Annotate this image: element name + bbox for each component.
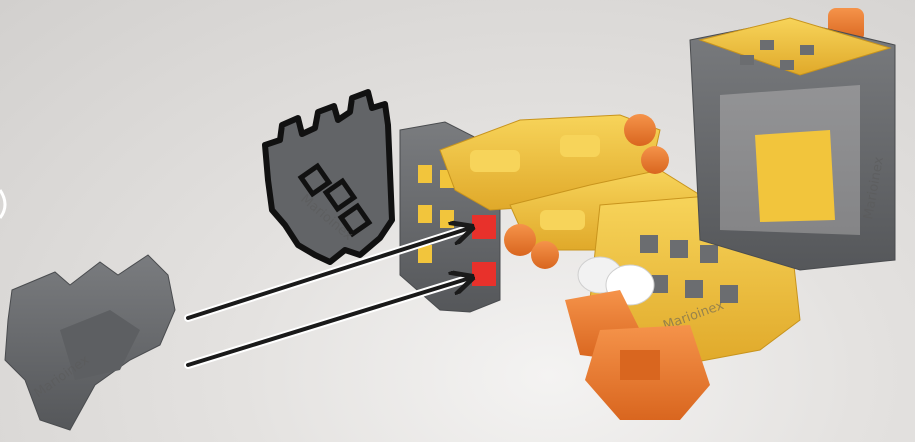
edge-arc — [0, 190, 5, 218]
loose-gray-connector-block: Marioinex — [5, 255, 175, 430]
arrow-bottom — [188, 278, 470, 365]
red-highlight-bottom — [472, 262, 496, 286]
red-highlight-top — [472, 215, 496, 239]
outlined-castle-block: Marioinex — [265, 92, 392, 262]
gray-cube-frame: Marioinex — [690, 18, 895, 270]
